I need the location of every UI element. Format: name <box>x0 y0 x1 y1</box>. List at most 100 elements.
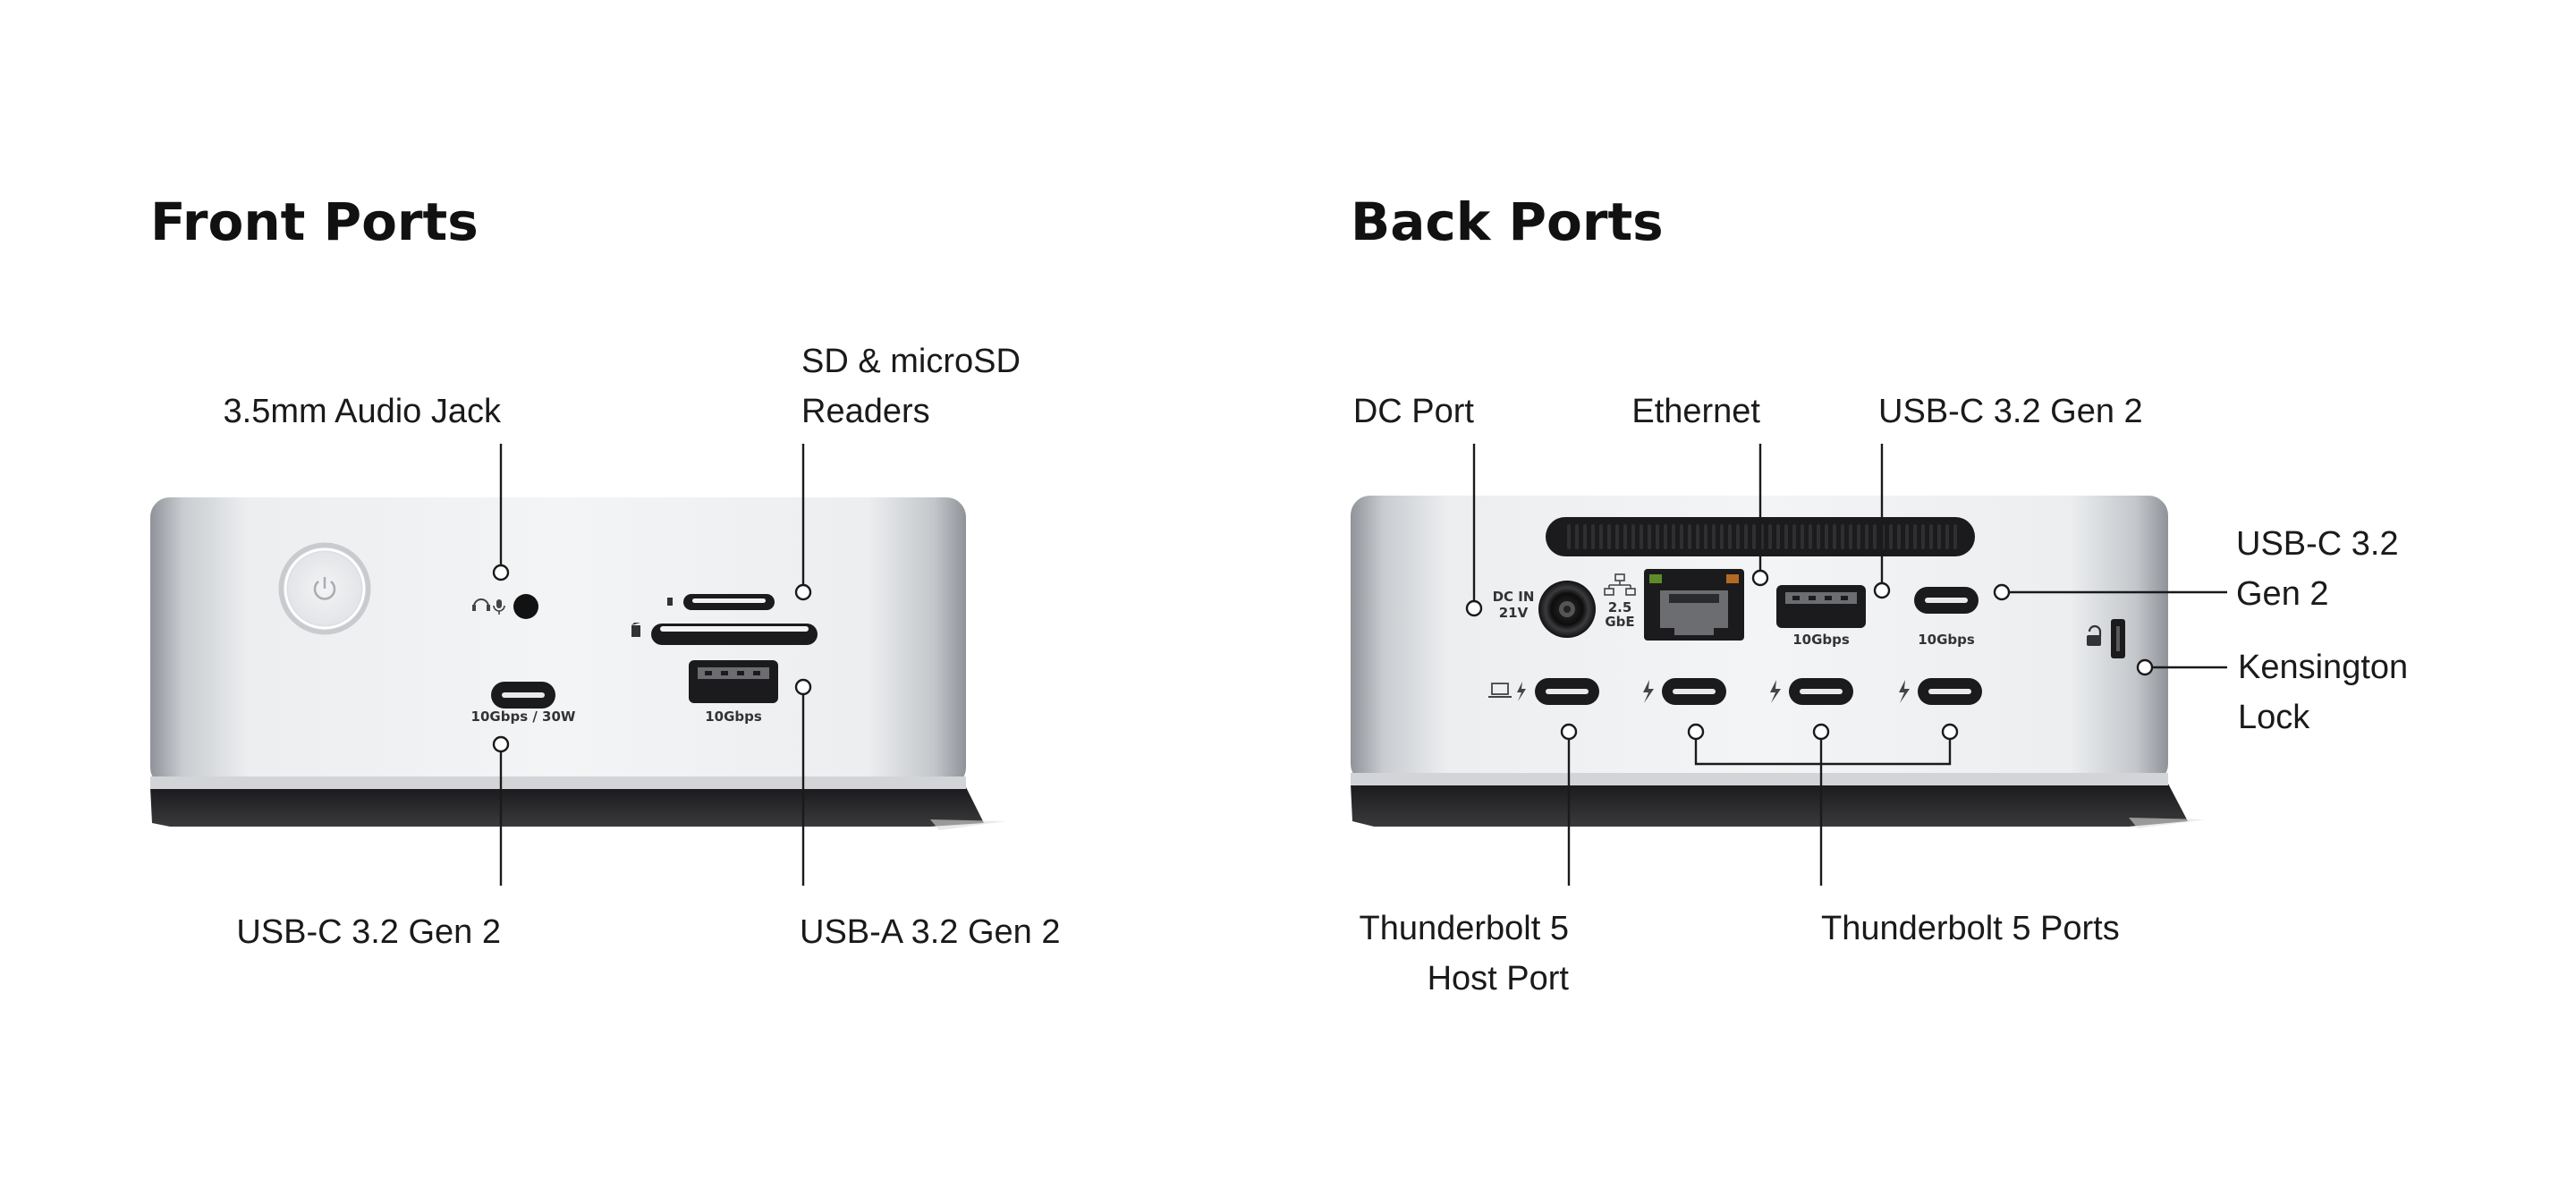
vent-slot <box>1897 524 1901 549</box>
back-leaders <box>1465 444 2227 886</box>
audio-jack-callout: 3.5mm Audio Jack <box>224 393 502 430</box>
headphone-icon <box>472 598 490 611</box>
vent-slot <box>1937 524 1941 549</box>
vent-slot <box>1913 524 1917 549</box>
vent-slot <box>1736 524 1740 549</box>
vent-slot <box>1575 524 1579 549</box>
dc-in-label-line1: DC IN <box>1493 589 1535 605</box>
front-device-chassis <box>150 497 966 787</box>
thunderbolt-port-3 <box>1899 678 1982 705</box>
vent-slot <box>1776 524 1780 549</box>
thunderbolt-host-port <box>1488 678 1599 705</box>
audio-jack-marker <box>492 564 510 581</box>
vent-slot <box>1680 524 1683 549</box>
vent-slot <box>1664 524 1667 549</box>
vent-slot <box>1623 524 1627 549</box>
vent-slot <box>1744 524 1748 549</box>
vent-slot <box>1599 524 1603 549</box>
sd-card-icon <box>631 623 640 637</box>
thunderbolt-port-1 <box>1643 678 1726 705</box>
usbc-top-marker <box>1873 581 1891 599</box>
vent-slot <box>1648 524 1651 549</box>
lock-icon <box>2087 624 2102 646</box>
dc-port-callout: DC Port <box>1353 393 1475 430</box>
back-usba-port: 10Gbps <box>1776 585 1866 648</box>
vent-slot <box>1567 524 1571 549</box>
vent-slot <box>1712 524 1716 549</box>
back-device-base <box>1351 784 2188 827</box>
thunderbolt-icon <box>1643 680 1654 703</box>
front-usba-marker <box>794 678 812 696</box>
thunderbolt-icon <box>1770 680 1781 703</box>
vent-slot <box>1841 524 1844 549</box>
vent-slot <box>1921 524 1925 549</box>
usbc-side-callout-line1: USB-C 3.2 <box>2236 525 2399 563</box>
vent-slot <box>1873 524 1877 549</box>
vent-slot <box>1752 524 1756 549</box>
back-usbc-port: 10Gbps <box>1914 587 1979 648</box>
back-usbc-speed-label: 10Gbps <box>1918 632 1975 648</box>
microphone-icon <box>493 599 505 615</box>
front-usbc-port: 10Gbps / 30W <box>471 682 576 725</box>
back-ports-title: Back Ports <box>1351 191 1664 252</box>
dc-in-label-line2: 21V <box>1499 605 1529 621</box>
tb-host-marker <box>1560 723 1578 741</box>
vent-slot <box>1656 524 1659 549</box>
vent-slot <box>1889 524 1893 549</box>
vent-slot <box>1768 524 1772 549</box>
front-usbc-callout: USB-C 3.2 Gen 2 <box>236 913 501 951</box>
vent-slot <box>1688 524 1691 549</box>
microsd-card-icon <box>667 598 673 606</box>
vent-slot <box>1905 524 1909 549</box>
vent-slot <box>1809 524 1812 549</box>
vent-slot <box>1607 524 1611 549</box>
ethernet-port: 2.5 GbE <box>1604 569 1744 641</box>
front-usbc-speed-label: 10Gbps / 30W <box>471 709 576 725</box>
usbc-side-callout-line2: Gen 2 <box>2236 575 2329 613</box>
sd-reader-callout-line1: SD & microSD <box>801 343 1021 380</box>
tb-port3-marker <box>1941 723 1959 741</box>
vent-slot <box>1792 524 1796 549</box>
ethernet-label-line2: GbE <box>1605 614 1634 630</box>
vent-slot <box>1849 524 1852 549</box>
back-device-chassis <box>1351 496 2168 784</box>
vent-slot <box>1640 524 1643 549</box>
usbc-top-callout: USB-C 3.2 Gen 2 <box>1878 393 2143 430</box>
kensington-marker <box>2136 658 2154 676</box>
tb-port2-marker <box>1812 723 1830 741</box>
front-usbc-marker <box>492 735 510 753</box>
vent-slot <box>1825 524 1828 549</box>
front-device-base <box>150 787 984 827</box>
vent-slot <box>1696 524 1699 549</box>
vent-slot <box>1720 524 1724 549</box>
power-icon <box>313 577 336 600</box>
sd-reader-marker <box>794 583 812 601</box>
vent-slot <box>1817 524 1820 549</box>
power-button[interactable] <box>278 542 371 635</box>
front-usba-port: 10Gbps <box>689 660 778 725</box>
tb-port1-marker <box>1687 723 1705 741</box>
vent-slot <box>1784 524 1788 549</box>
vent-slot <box>1728 524 1732 549</box>
dc-in-port: DC IN 21V <box>1493 581 1596 638</box>
audio-jack-port <box>472 594 538 619</box>
back-device: DC IN 21V 2.5 GbE <box>1351 496 2206 828</box>
front-leaders <box>492 444 812 886</box>
tb-host-callout-line1: Thunderbolt 5 <box>1360 910 1570 947</box>
vent-slot <box>1591 524 1595 549</box>
vent-slot <box>1704 524 1707 549</box>
ethernet-callout: Ethernet <box>1631 393 1760 430</box>
vent-slot <box>1929 524 1933 549</box>
vent-slot <box>1801 524 1804 549</box>
sd-card-readers <box>631 594 818 645</box>
network-icon <box>1604 573 1636 596</box>
vent-slot <box>1857 524 1860 549</box>
kensington-callout-line2: Lock <box>2238 699 2310 736</box>
kensington-callout-line1: Kensington <box>2238 649 2408 686</box>
thunderbolt-icon <box>1899 680 1910 703</box>
dc-port-marker <box>1465 599 1483 617</box>
kensington-lock-slot <box>2087 619 2125 658</box>
vent-slot <box>1865 524 1868 549</box>
front-device: 10Gbps / 30W 10Gbps <box>150 497 1006 830</box>
